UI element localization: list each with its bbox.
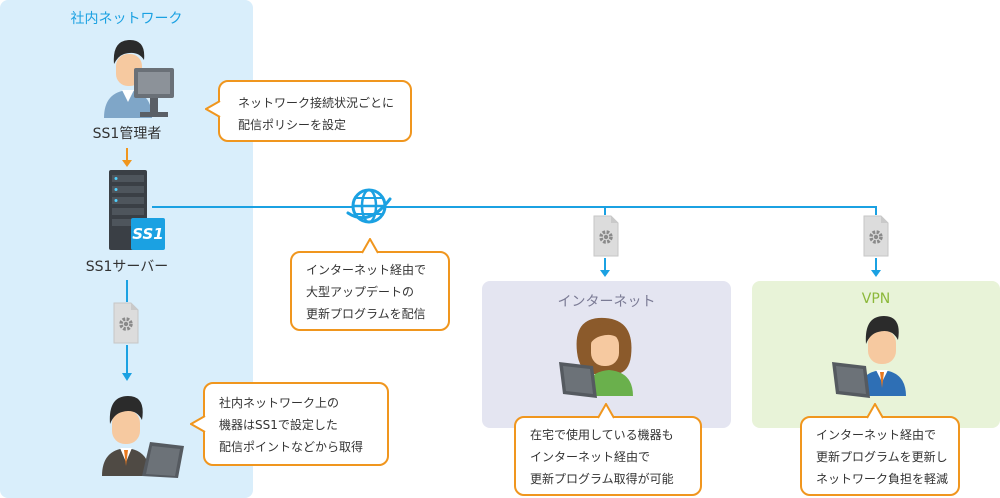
person-laptop-icon [102,396,184,478]
callout-cloud-tail [361,238,379,254]
callout-admin-tail [205,100,221,118]
arrowhead-internet [600,270,610,277]
callout-line: 在宅で使用している機器も [530,428,674,442]
zone-internal-title: 社内ネットワーク [70,11,183,27]
arrowhead-admin-to-server [122,160,132,167]
server-label: SS1サーバー [85,259,169,275]
server-logo: SS1 [132,225,164,243]
callout-line: 大型アップデートの [306,285,415,299]
callout-home-pc: 在宅で使用している機器も インターネット経由で 更新プログラム取得が可能 [514,416,702,496]
callout-vpn-pc: インターネット経由で 更新プログラムを更新し ネットワーク負担を軽減 [800,416,960,496]
callout-line: 更新プログラムを更新し [816,450,948,464]
callout-cloud: インターネット経由で 大型アップデートの 更新プログラムを配信 [290,251,450,331]
zone-vpn-title: VPN [861,291,891,307]
callout-line: 社内ネットワーク上の [219,396,340,410]
person-laptop-icon [832,316,906,398]
callout-internal-pc-tail [190,415,206,433]
update-file-icon [593,215,619,257]
callout-line: 機器はSS1で設定した [219,418,338,432]
person-laptop-icon [559,317,633,398]
arrowhead-internal-pc [122,373,132,381]
globe-icon [346,188,392,224]
callout-line: インターネット経由で [816,428,937,442]
zone-internet-title: インターネット [557,294,656,310]
update-file-icon [863,215,889,257]
callout-line: 配信ポイントなどから取得 [219,440,364,454]
callout-admin: ネットワーク接続状況ごとに 配信ポリシーを設定 [218,80,412,142]
callout-vpn-pc-tail [866,403,884,419]
admin-label: SS1管理者 [92,126,162,142]
person-at-desk-icon [104,40,174,118]
server-icon [109,170,165,250]
callout-line: インターネット経由で [306,263,427,277]
callout-home-pc-tail [597,403,615,419]
arrowhead-vpn [871,270,881,277]
update-file-icon [113,302,139,344]
callout-line: ネットワーク負担を軽減 [816,472,949,486]
callout-line: 配信ポリシーを設定 [238,118,347,132]
line-main [152,206,877,215]
callout-line: 更新プログラムを配信 [306,307,426,321]
callout-line: インターネット経由で [530,450,651,464]
callout-line: ネットワーク接続状況ごとに [238,96,395,110]
callout-internal-pc: 社内ネットワーク上の 機器はSS1で設定した 配信ポイントなどから取得 [203,382,389,466]
callout-line: 更新プログラム取得が可能 [530,472,674,486]
